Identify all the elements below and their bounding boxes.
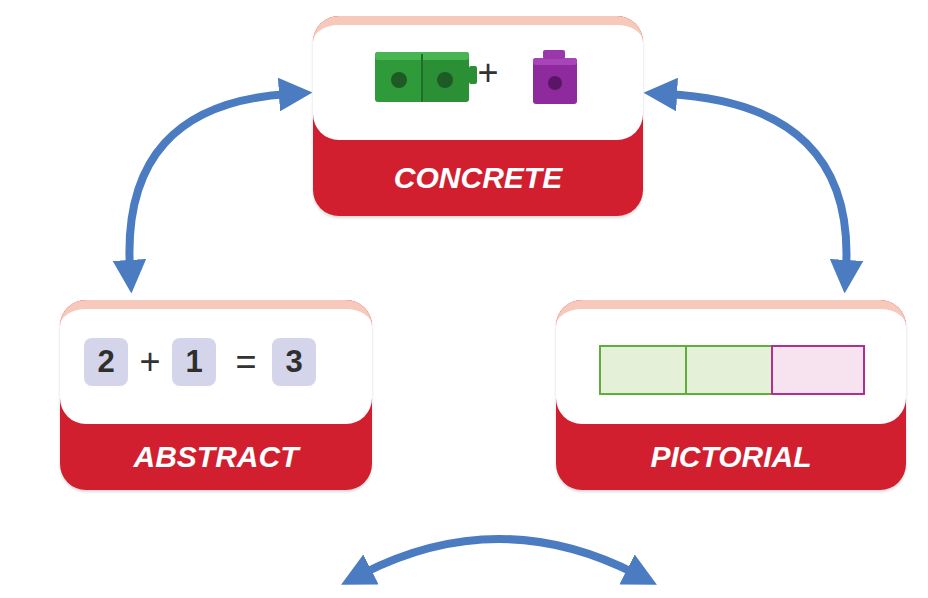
card-label: ABSTRACT bbox=[60, 439, 372, 475]
operator-sign: = bbox=[226, 342, 266, 382]
number-text: 3 bbox=[272, 338, 316, 386]
operator-sign: + bbox=[468, 53, 508, 93]
card-label: PICTORIAL bbox=[556, 439, 906, 475]
number-box: 2 bbox=[84, 338, 128, 386]
green-cubes bbox=[375, 52, 477, 102]
method-card: + = ABSTRACT 21 3 bbox=[60, 300, 372, 490]
cycle-arrow bbox=[667, 94, 847, 270]
method-card: PICTORIAL bbox=[556, 300, 906, 490]
number-box: 3 bbox=[272, 338, 316, 386]
cycle-arrow bbox=[362, 539, 636, 574]
operator-sign: + bbox=[130, 342, 170, 382]
purple-cube bbox=[533, 50, 577, 104]
number-box: 1 bbox=[172, 338, 216, 386]
number-text: 1 bbox=[172, 338, 216, 386]
card-label: CONCRETE bbox=[313, 160, 643, 196]
bar-model bbox=[556, 304, 906, 424]
number-text: 2 bbox=[84, 338, 128, 386]
method-card: + CONCRETE bbox=[313, 16, 643, 216]
cycle-arrow bbox=[129, 94, 289, 270]
